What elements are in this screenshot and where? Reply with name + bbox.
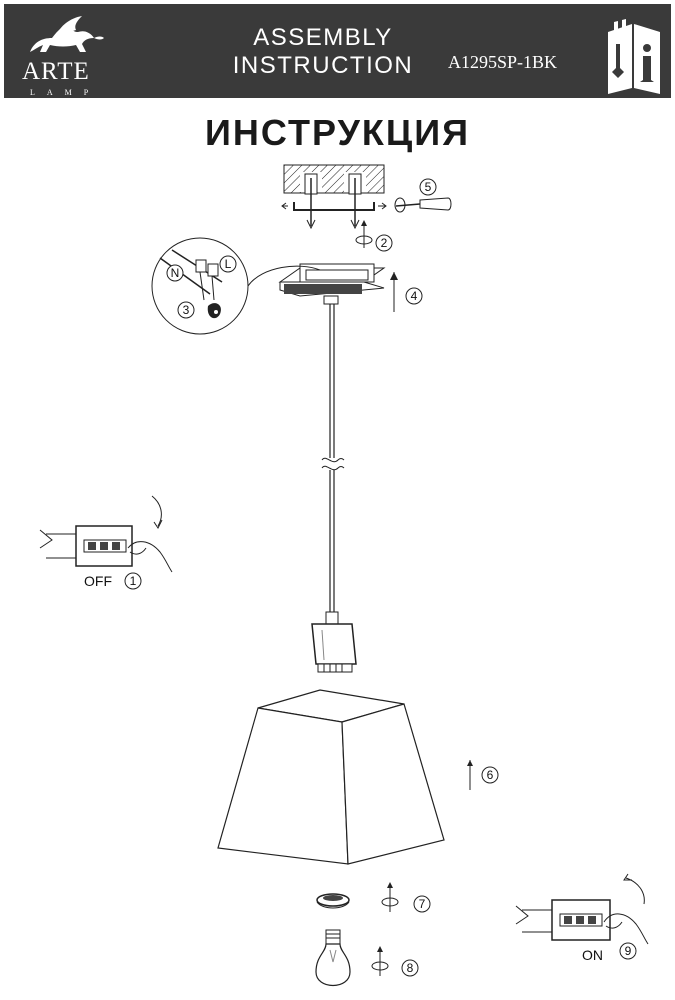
step-7-label: 7	[419, 897, 426, 911]
step-1-badge	[124, 572, 142, 590]
canopy	[278, 263, 386, 305]
step-1-label: 1	[130, 574, 137, 588]
header-bar: ARTE LAMP ASSEMBLY INSTRUCTION A1295SP-1…	[4, 4, 671, 98]
neutral-badge	[166, 264, 184, 282]
step-8-label: 8	[407, 961, 414, 975]
neutral-label: N	[171, 266, 180, 280]
light-bulb-icon	[315, 929, 351, 986]
rotate-arrow-icon	[355, 220, 373, 248]
step-5-label: 5	[425, 180, 432, 194]
step-2-label: 2	[381, 236, 388, 250]
off-label: OFF	[84, 573, 112, 589]
step-9-label: 9	[625, 944, 632, 958]
rotate-arrow-icon	[381, 882, 399, 912]
live-badge	[219, 255, 237, 273]
model-number: A1295SP-1BK	[448, 52, 558, 72]
step-4-badge	[405, 287, 423, 305]
rotate-arrow-icon	[371, 946, 389, 976]
step-5-badge	[419, 178, 437, 196]
page-title: ИНСТРУКЦИЯ	[205, 112, 470, 153]
step-7-badge	[413, 895, 431, 913]
on-label: ON	[582, 947, 603, 963]
header-title-line2: INSTRUCTION	[232, 52, 414, 79]
step-9-badge	[619, 942, 637, 960]
suspension-cord	[321, 304, 345, 612]
step-3-badge	[177, 301, 195, 319]
header-title: ASSEMBLY INSTRUCTION	[218, 24, 428, 80]
arte-lamp-logo: ARTE LAMP	[12, 14, 122, 97]
step-6-badge	[481, 766, 499, 784]
up-arrow-icon	[390, 272, 398, 312]
retaining-ring	[316, 893, 350, 909]
header-title-line1: ASSEMBLY	[253, 24, 393, 51]
step-4-label: 4	[411, 289, 418, 303]
screwdriver-icon	[394, 197, 452, 213]
up-arrow-icon	[467, 760, 473, 790]
lamp-holder	[311, 611, 357, 673]
lampshade	[217, 689, 445, 865]
step-3-label: 3	[183, 303, 190, 317]
ceiling-mount	[281, 164, 387, 230]
step-8-badge	[401, 959, 419, 977]
wall-switch-on	[515, 873, 649, 945]
brand-subtitle: LAMP	[30, 88, 101, 97]
griffin-logo-icon	[30, 16, 104, 52]
step-2-badge	[375, 234, 393, 252]
step-6-label: 6	[487, 768, 494, 782]
live-label: L	[225, 257, 232, 271]
info-book-icon	[608, 19, 660, 94]
brand-name: ARTE	[22, 58, 90, 85]
wall-switch-off	[39, 495, 173, 573]
